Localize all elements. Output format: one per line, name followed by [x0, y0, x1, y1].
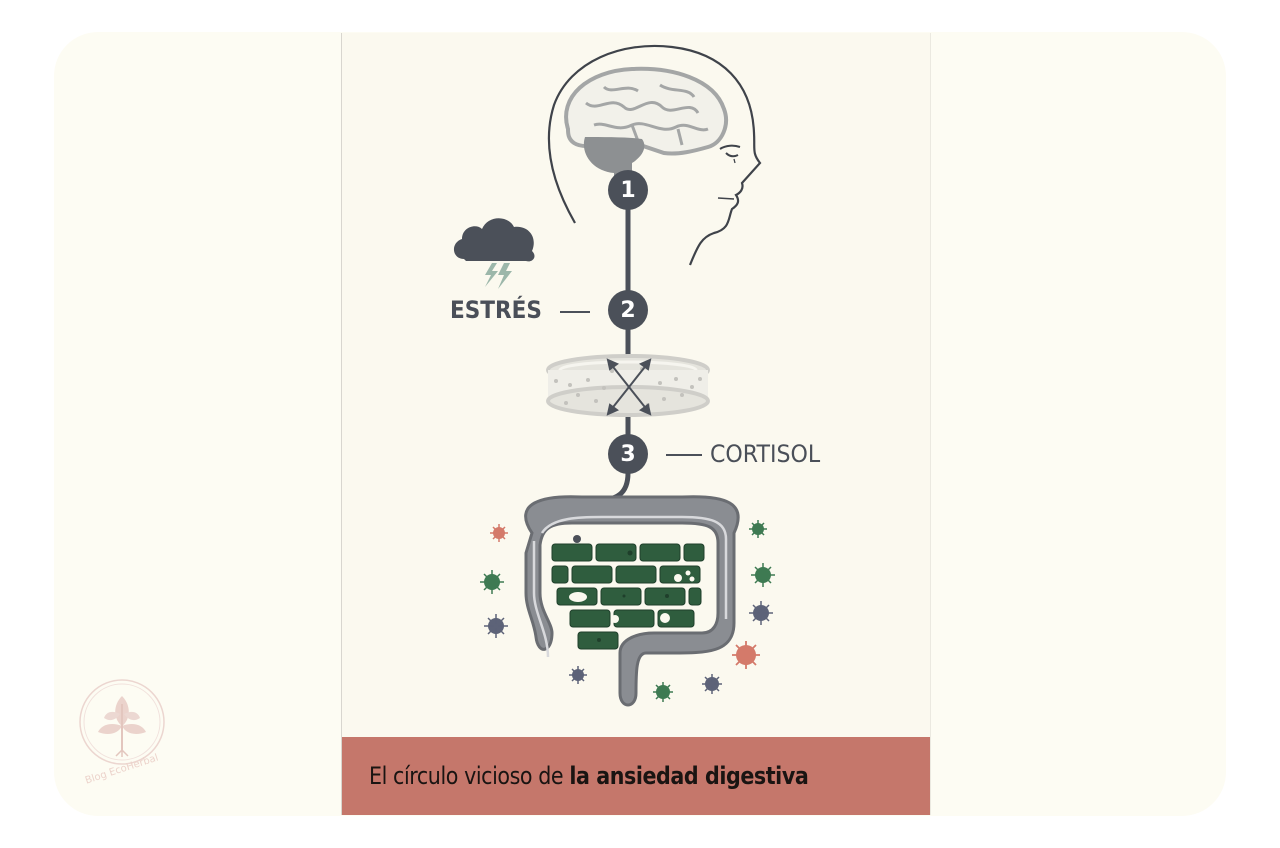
watermark-logo: Blog EcoHerbal	[76, 674, 168, 787]
title-bold: la ansiedad digestiva	[569, 762, 809, 790]
diagram-title: El círculo vicioso de la ansiedad digest…	[369, 762, 809, 790]
storm-cloud-icon	[453, 218, 535, 289]
gut-wall-icon	[551, 543, 705, 650]
leaf-tree-icon: Blog EcoHerbal	[79, 679, 165, 787]
caption-band: El círculo vicioso de la ansiedad digest…	[342, 737, 930, 815]
head-profile-icon	[547, 44, 762, 266]
cortisol-label: CORTISOL	[710, 440, 821, 468]
diagram-panel: 1 2 3 ESTRÉS CORTISOL El círculo vicioso…	[341, 33, 931, 815]
step-3-node: 3	[608, 434, 648, 474]
title-regular: El círculo vicioso de	[369, 762, 570, 790]
permeable-membrane-icon	[546, 354, 710, 417]
microbes-icon	[480, 520, 775, 702]
step-1-node: 1	[608, 170, 648, 210]
gut-brain-diagram	[453, 44, 775, 707]
wall-gaps	[569, 570, 695, 623]
large-intestine-icon	[524, 495, 740, 707]
estres-label: ESTRÉS	[450, 296, 542, 324]
svg-text:Blog EcoHerbal: Blog EcoHerbal	[84, 753, 160, 786]
step-2-node: 2	[608, 290, 648, 330]
